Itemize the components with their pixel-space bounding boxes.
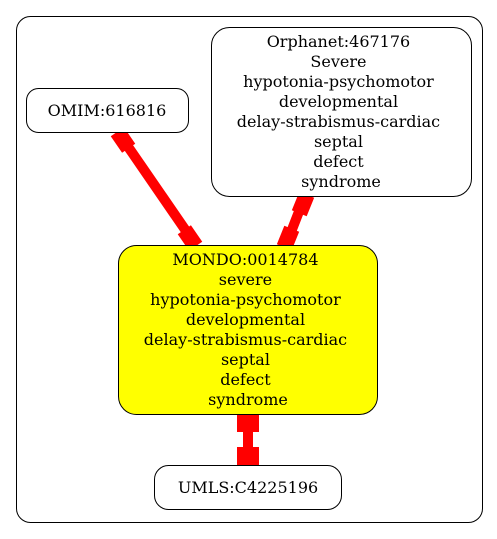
- node-mondo-box: [118, 245, 378, 415]
- node-orphanet-line: Severe: [310, 52, 366, 71]
- node-orphanet-box: [211, 27, 472, 197]
- node-orphanet-line: hypotonia-psychomotor: [243, 72, 434, 91]
- edge-end-marker: [110, 127, 136, 153]
- edge-line: [115, 132, 200, 247]
- cluster-boundary: [16, 16, 483, 523]
- node-orphanet-line: Orphanet:467176: [267, 32, 411, 51]
- node-mondo-line: syndrome: [208, 390, 288, 409]
- edge-end-marker: [291, 191, 315, 217]
- node-umls-box: [154, 465, 342, 510]
- node-omim-box: [26, 88, 189, 133]
- node-orphanet[interactable]: Orphanet:467176 Severe hypotonia-psychom…: [211, 27, 472, 197]
- node-mondo-line: defect: [220, 370, 271, 389]
- edge-omim-mondo: [110, 127, 203, 251]
- node-mondo-label: MONDO:0014784 severe hypotonia-psychomot…: [144, 250, 352, 409]
- edge-mondo-umls: [237, 410, 259, 467]
- node-mondo-line: developmental: [186, 310, 305, 329]
- node-orphanet-line: defect: [313, 152, 364, 171]
- node-mondo-line: delay-strabismus-cardiac: [144, 330, 347, 349]
- node-mondo-line: MONDO:0014784: [172, 250, 318, 269]
- node-mondo[interactable]: MONDO:0014784 severe hypotonia-psychomot…: [118, 245, 378, 415]
- node-umls[interactable]: UMLS:C4225196: [154, 465, 342, 510]
- node-omim-line: OMIM:616816: [48, 101, 167, 120]
- edge-end-marker: [276, 225, 300, 251]
- node-orphanet-label: Orphanet:467176 Severe hypotonia-psychom…: [237, 32, 445, 191]
- node-orphanet-line: delay-strabismus-cardiac: [237, 112, 440, 131]
- node-umls-line: UMLS:C4225196: [178, 478, 318, 497]
- node-omim-label: OMIM:616816: [48, 101, 167, 120]
- node-orphanet-line: syndrome: [301, 172, 381, 191]
- edge-end-marker: [237, 447, 259, 467]
- edge-end-marker: [177, 225, 203, 251]
- node-omim[interactable]: OMIM:616816: [26, 88, 189, 133]
- node-mondo-line: severe: [219, 270, 272, 289]
- node-umls-label: UMLS:C4225196: [178, 478, 318, 497]
- edge-end-marker: [237, 410, 259, 432]
- node-mondo-line: septal: [221, 350, 270, 369]
- node-orphanet-line: septal: [314, 132, 363, 151]
- edge-orphanet-mondo: [276, 191, 315, 251]
- node-mondo-line: hypotonia-psychomotor: [150, 290, 341, 309]
- node-orphanet-line: developmental: [279, 92, 398, 111]
